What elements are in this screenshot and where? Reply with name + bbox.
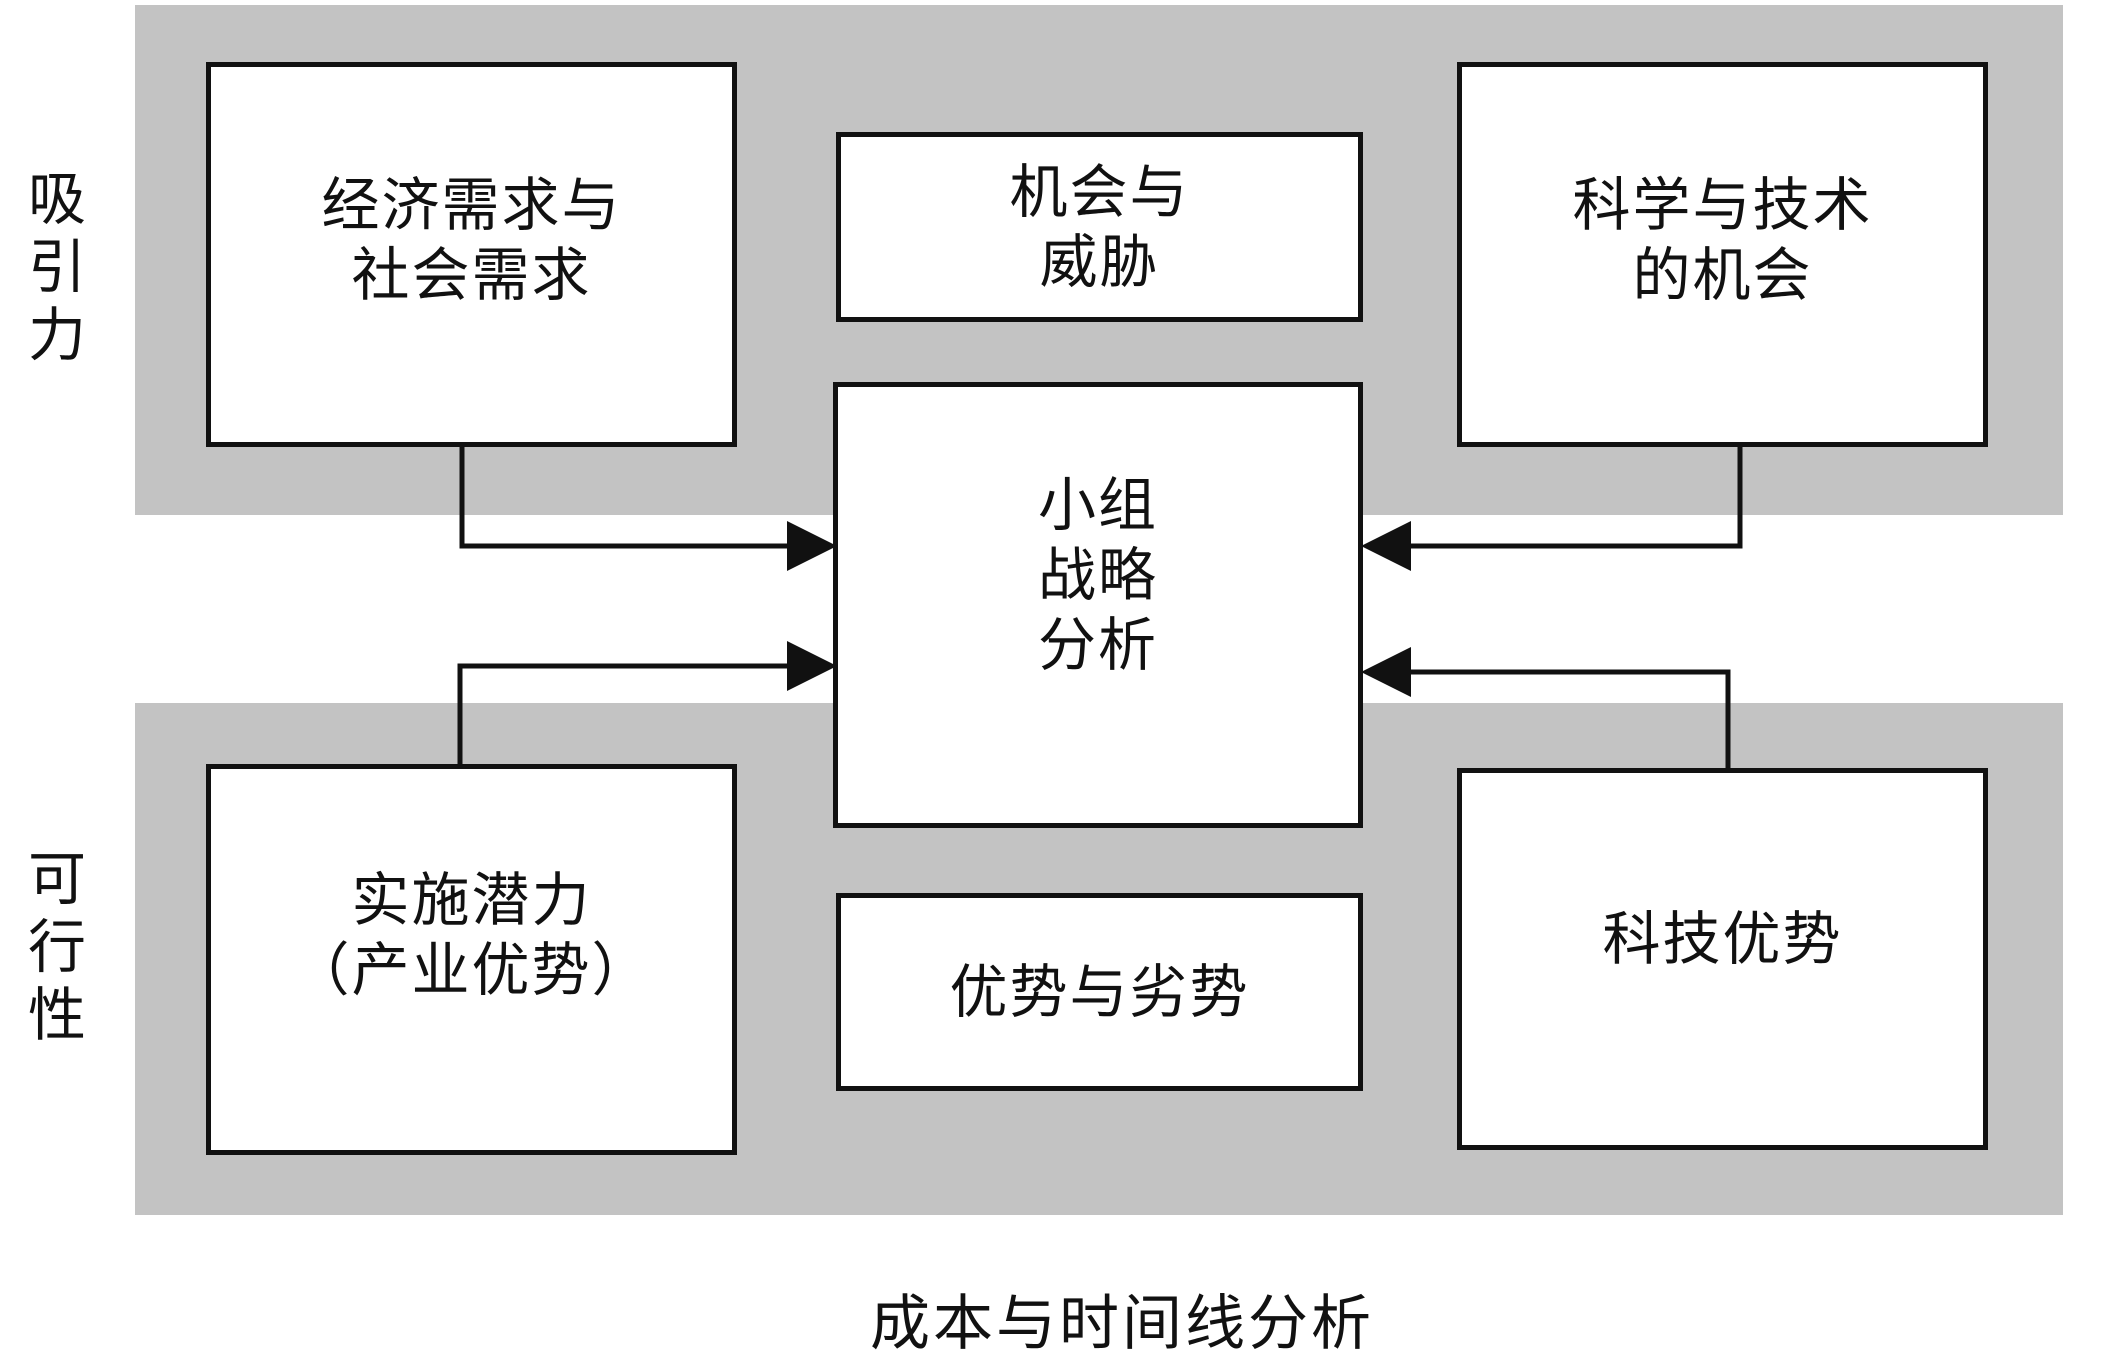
econ-social-demand-box: 经济需求与 社会需求 <box>206 62 737 447</box>
implementation-potential-label: 实施潜力 （产业优势） <box>291 865 652 1004</box>
attractiveness-char-3: 力 <box>27 301 86 369</box>
arrow-econ-to-center <box>459 445 837 571</box>
group-strategy-analysis-label: 小组 战略 分析 <box>1037 471 1158 679</box>
cost-timeline-caption: 成本与时间线分析 <box>870 1289 1374 1359</box>
feasibility-char-2: 行 <box>27 913 86 981</box>
implementation-potential-box: 实施潜力 （产业优势） <box>206 764 737 1155</box>
attractiveness-char-1: 吸 <box>27 165 86 233</box>
opportunity-threat-label: 机会与 威胁 <box>1009 158 1190 296</box>
tech-advantage-box: 科技优势 <box>1457 768 1988 1150</box>
strength-weakness-label: 优势与劣势 <box>949 958 1250 1026</box>
feasibility-char-3: 性 <box>27 981 86 1049</box>
sci-tech-opportunity-label: 科学与技术 的机会 <box>1572 170 1873 309</box>
strength-weakness-box: 优势与劣势 <box>836 893 1363 1091</box>
feasibility-label: 可 行 性 <box>22 845 92 1049</box>
opportunity-threat-box: 机会与 威胁 <box>836 132 1363 322</box>
econ-social-demand-label: 经济需求与 社会需求 <box>321 170 622 309</box>
sci-tech-opportunity-box: 科学与技术 的机会 <box>1457 62 1988 447</box>
arrow-implement-to-center <box>457 641 837 765</box>
attractiveness-label: 吸 引 力 <box>22 165 92 369</box>
feasibility-char-1: 可 <box>27 845 86 913</box>
tech-advantage-label: 科技优势 <box>1602 905 1843 973</box>
group-strategy-analysis-box: 小组 战略 分析 <box>833 382 1363 828</box>
arrow-scitech-to-center <box>1361 445 1743 571</box>
attractiveness-char-2: 引 <box>27 233 86 301</box>
arrow-techadv-to-center <box>1361 647 1731 770</box>
